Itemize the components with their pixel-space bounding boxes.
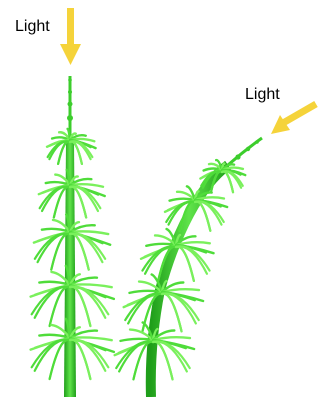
- upright-plant: [31, 76, 114, 397]
- down-arrow-icon: [60, 8, 81, 65]
- leaf-whorl: [141, 229, 213, 281]
- diagonal-arrow-icon: [271, 104, 316, 134]
- bent-plant: [115, 138, 262, 397]
